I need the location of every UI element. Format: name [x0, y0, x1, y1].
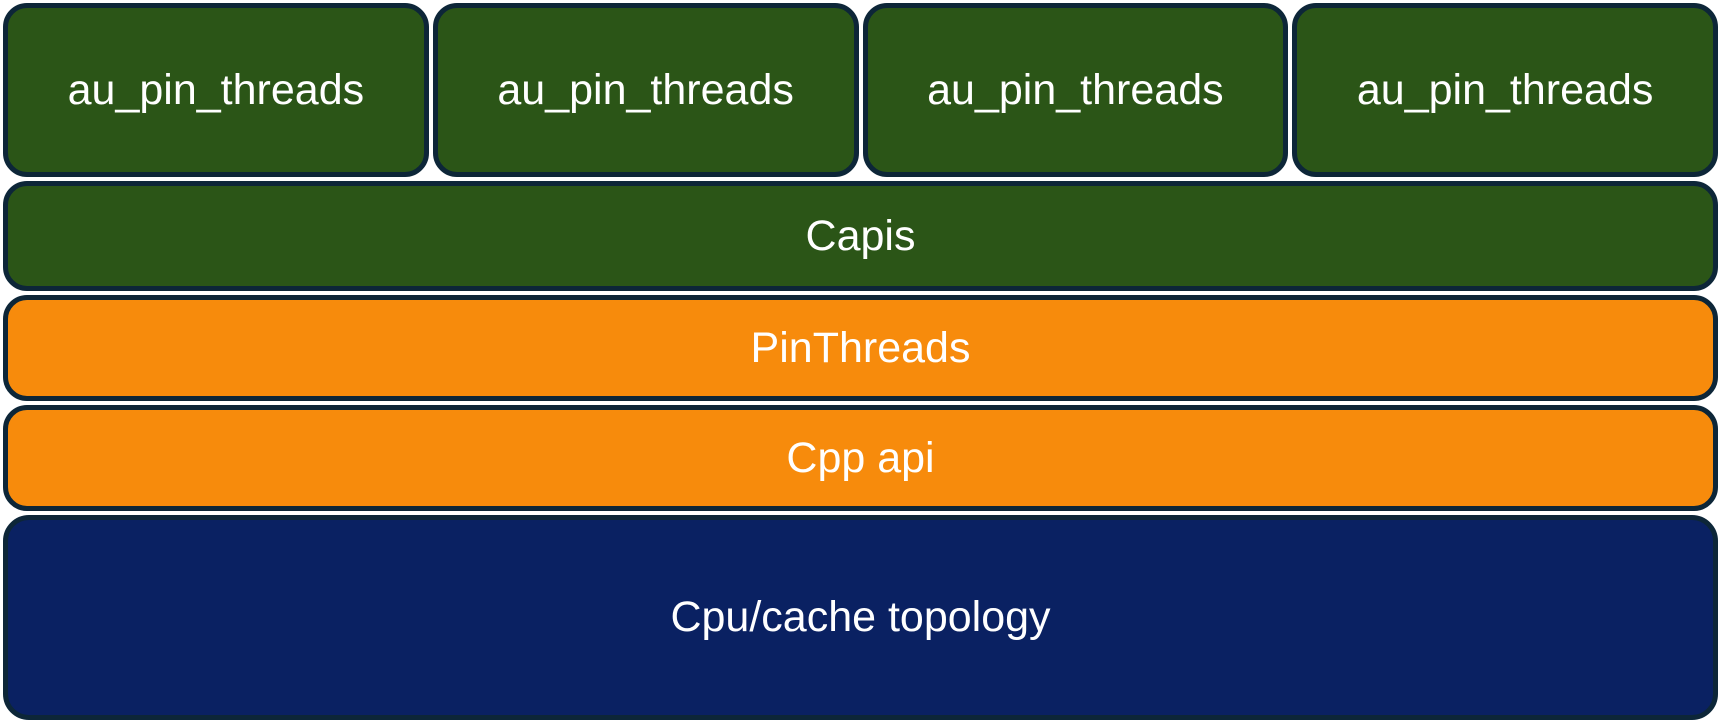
box-au-pin-threads-4-label: au_pin_threads — [1356, 65, 1654, 114]
box-au-pin-threads-2: au_pin_threads — [432, 3, 859, 177]
box-au-pin-threads-1-label: au_pin_threads — [67, 65, 365, 114]
box-au-pin-threads-4: au_pin_threads — [1292, 3, 1718, 177]
layer-cpu-cache-topology: Cpu/cache topology — [3, 515, 1718, 720]
layer-cpp-api: Cpp api — [3, 405, 1718, 511]
layer-pinthreads: PinThreads — [3, 295, 1718, 401]
top-row: au_pin_threads au_pin_threads au_pin_thr… — [3, 3, 1718, 177]
layer-pinthreads-label: PinThreads — [750, 323, 971, 372]
box-au-pin-threads-1: au_pin_threads — [3, 3, 429, 177]
box-au-pin-threads-2-label: au_pin_threads — [497, 65, 794, 114]
layer-cpp-api-label: Cpp api — [786, 433, 935, 482]
layer-cpu-cache-topology-label: Cpu/cache topology — [670, 593, 1051, 641]
layer-capis: Capis — [3, 181, 1718, 291]
box-au-pin-threads-3-label: au_pin_threads — [927, 65, 1224, 114]
layer-capis-label: Capis — [805, 211, 916, 260]
box-au-pin-threads-3: au_pin_threads — [862, 3, 1289, 177]
